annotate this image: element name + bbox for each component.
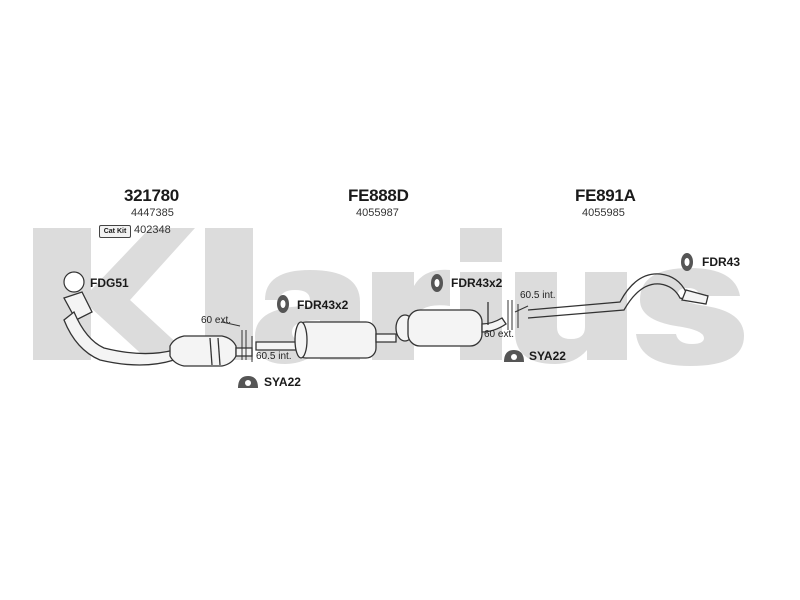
sya22-right-clamp-icon [504,350,524,362]
sya22-left-clamp-icon [238,376,258,388]
section-1-part-number: 321780 [124,186,179,205]
rear-box [407,309,483,347]
section-3-ref: 4055985 [582,207,625,219]
tail-pipe-lower [527,283,707,319]
front-pipe-catalyst [63,291,253,367]
left-int-dimension: 60.5 int. [256,351,292,362]
centre-inlet-pipe [255,341,297,351]
catalytic-converter [169,335,237,367]
fdr43x2-left-label: FDR43x2 [297,298,349,312]
joint-markers [221,300,529,362]
fdr43-label: FDR43 [702,255,741,269]
section-1-ref: 4447385 [131,207,174,219]
fdr43x2-mid-label: FDR43x2 [451,276,503,290]
centre-mid-pipe [375,333,397,343]
flex-flange [63,291,93,321]
sya22-right-label: SYA22 [529,349,566,363]
tail-pipe-upper [527,273,709,311]
sya22-left-label: SYA22 [264,375,301,389]
cat-outlet-pipe [235,347,253,357]
section-3-part-number: FE891A [575,186,636,205]
tailpipe-end [681,289,709,305]
tail-pipe-section [527,273,709,319]
section-2-ref: 4055987 [356,207,399,219]
fitting-icons [63,253,693,388]
centre-silencer-section [255,302,507,359]
cat-kit-ref: 402348 [134,224,171,236]
klarius-watermark [33,228,744,366]
section-2-part-number: FE888D [348,186,409,205]
fdg51-label: FDG51 [90,276,129,290]
centre-silencer-box [295,321,377,359]
cat-kit-badge: Cat Kit [99,225,131,238]
centre-outlet-pipe [481,317,507,333]
right-ext-dimension: 60 ext. [484,329,515,340]
fdg51-gasket-icon [63,271,85,293]
left-ext-dimension: 60 ext. [201,315,232,326]
right-int-dimension: 60.5 int. [520,290,556,301]
